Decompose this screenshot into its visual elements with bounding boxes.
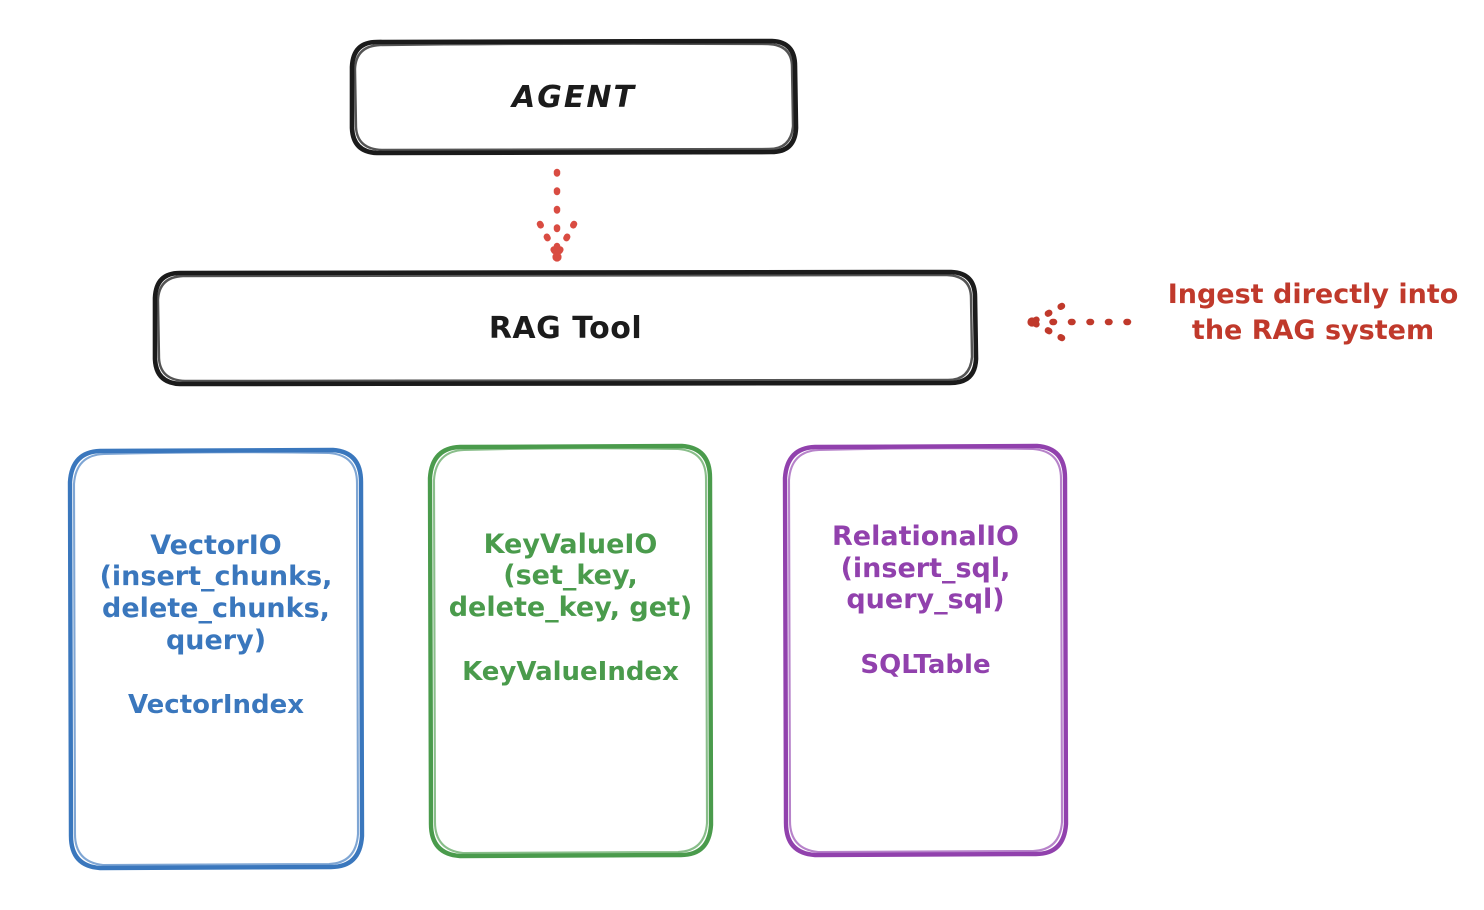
relational-io-title: RelationalIO (insert_sql, query_sql) (832, 521, 1019, 616)
ingest-annotation-text: Ingest directly into the RAG system (1167, 279, 1459, 347)
vector-io-node[interactable]: VectorIO (insert_chunks, delete_chunks, … (70, 450, 362, 868)
vector-index-label: VectorIndex (127, 690, 305, 721)
rag-tool-box-outline (152, 269, 979, 387)
agent-label: AGENT (512, 79, 636, 115)
key-value-index-label: KeyValueIndex (462, 657, 679, 688)
rag-tool-node[interactable]: RAG Tool (155, 272, 976, 384)
relational-io-node[interactable]: RelationalIO (insert_sql, query_sql) SQL… (785, 446, 1066, 855)
agent-box-outline (349, 38, 799, 156)
key-value-io-title: KeyValueIO (set_key, delete_key, get) (448, 528, 693, 623)
relational-io-content: RelationalIO (insert_sql, query_sql) SQL… (801, 521, 1050, 680)
ingest-annotation-arrow (1027, 302, 1132, 342)
agent-to-rag-arrow (536, 168, 578, 262)
vector-io-title: VectorIO (insert_chunks, delete_chunks, … (99, 529, 333, 656)
vector-io-box-outline (67, 447, 365, 871)
agent-node[interactable]: AGENT (352, 41, 796, 153)
relational-io-box-outline (782, 443, 1069, 858)
key-value-io-node[interactable]: KeyValueIO (set_key, delete_key, get) Ke… (430, 446, 711, 856)
key-value-io-box-outline (427, 443, 714, 859)
vector-io-content: VectorIO (insert_chunks, delete_chunks, … (86, 530, 346, 720)
rag-tool-label: RAG Tool (488, 310, 643, 346)
sql-table-label: SQLTable (860, 649, 991, 680)
key-value-io-content: KeyValueIO (set_key, delete_key, get) Ke… (446, 529, 695, 688)
